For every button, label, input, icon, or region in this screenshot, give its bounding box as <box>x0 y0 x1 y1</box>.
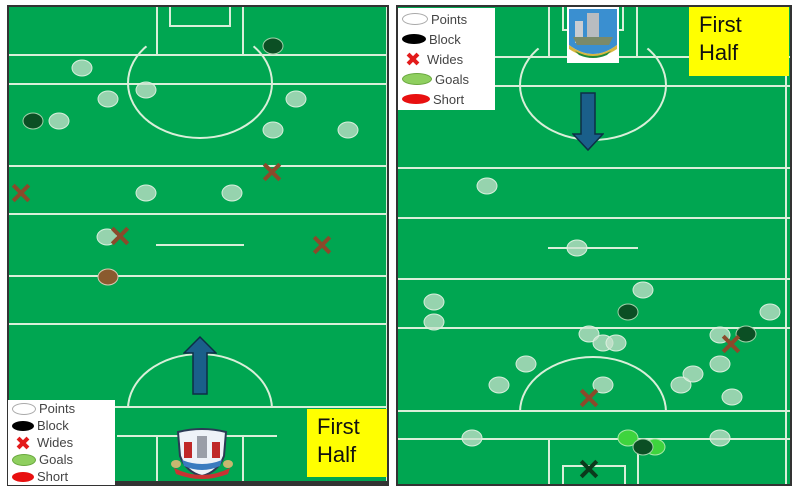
point-marker <box>566 239 588 257</box>
points-swatch-icon <box>12 402 36 415</box>
pitch-line <box>9 406 387 408</box>
arc <box>127 27 273 139</box>
pitch-line <box>548 7 550 58</box>
point-marker <box>721 388 743 406</box>
legend-item-block: Block <box>402 29 491 49</box>
point-marker <box>461 429 483 447</box>
short-swatch-icon <box>402 94 430 104</box>
point-marker <box>262 121 284 139</box>
block-marker <box>22 112 44 130</box>
block-swatch-icon <box>402 34 426 44</box>
point-marker <box>605 334 627 352</box>
point-marker <box>71 59 93 77</box>
short-marker <box>97 268 119 286</box>
legend-item-wides: Wides <box>12 434 111 451</box>
point-marker <box>759 303 781 321</box>
pitch-line <box>637 438 639 484</box>
wide-marker-icon <box>720 333 742 355</box>
arrow-down-icon <box>572 92 604 152</box>
legend-left: Points Block Wides Goals Short <box>8 400 115 485</box>
pitch-line <box>398 410 790 412</box>
goals-swatch-icon <box>12 453 36 466</box>
wide-marker-icon <box>261 161 283 183</box>
pitch-line <box>548 438 550 484</box>
pitch-line <box>156 7 158 56</box>
wide-marker-icon <box>311 234 333 256</box>
point-marker <box>423 293 445 311</box>
pitch-line <box>386 7 387 484</box>
wides-swatch-icon <box>12 436 34 450</box>
point-marker <box>135 184 157 202</box>
pitch-line <box>398 217 790 219</box>
point-marker <box>423 313 445 331</box>
points-swatch-icon <box>402 13 428 25</box>
legend-right: Points Block Wides Goals Short <box>398 8 495 110</box>
legend-item-wides: Wides <box>402 49 491 69</box>
legend-item-short: Short <box>402 89 491 109</box>
pitch-line <box>242 7 244 56</box>
pitch-line <box>398 438 790 440</box>
legend-item-goals: Goals <box>12 451 111 468</box>
legend-item-points: Points <box>12 400 111 417</box>
point-marker <box>221 184 243 202</box>
point-marker <box>337 121 359 139</box>
block-marker <box>262 37 284 55</box>
point-marker <box>97 90 119 108</box>
point-marker <box>135 81 157 99</box>
arrow-up-icon <box>183 336 217 395</box>
point-marker <box>48 112 70 130</box>
pitch-line <box>242 435 244 484</box>
pitch-line <box>398 485 792 486</box>
point-marker <box>709 429 731 447</box>
legend-item-points: Points <box>402 9 491 29</box>
pitch-line <box>785 7 787 484</box>
half-label-right: First Half <box>689 7 789 76</box>
wides-swatch-icon <box>402 52 424 66</box>
pitch-line <box>398 167 790 169</box>
pitch-line <box>398 278 790 280</box>
half-label-left: First Half <box>307 409 387 477</box>
halfway-line <box>548 247 638 249</box>
pitch-line <box>9 165 387 167</box>
point-marker <box>515 355 537 373</box>
block-swatch-icon <box>12 420 34 431</box>
block-marker <box>617 303 639 321</box>
point-marker <box>285 90 307 108</box>
halfway-line <box>156 244 244 246</box>
legend-item-block: Block <box>12 417 111 434</box>
pitch-line <box>636 7 638 58</box>
wide-marker-icon <box>578 387 600 409</box>
point-marker <box>488 376 510 394</box>
pitch-line <box>9 481 387 484</box>
point-marker <box>709 355 731 373</box>
pitch-line <box>785 410 787 484</box>
pitch-line <box>156 435 158 484</box>
small-rectangle <box>169 7 231 27</box>
point-marker <box>632 281 654 299</box>
pitch-line <box>9 213 387 215</box>
pitch-line <box>9 323 387 325</box>
legend-item-goals: Goals <box>402 69 491 89</box>
wide-marker-icon <box>109 225 131 247</box>
wide-marker-icon <box>10 182 32 204</box>
legend-item-short: Short <box>12 468 111 485</box>
limerick-crest-icon <box>567 7 619 63</box>
cork-crest-icon <box>171 428 233 479</box>
point-marker <box>682 365 704 383</box>
goals-swatch-icon <box>402 73 432 85</box>
block-marker <box>632 438 654 456</box>
short-swatch-icon <box>12 471 34 482</box>
pitch-line <box>9 275 387 277</box>
wide-marker-icon <box>578 458 600 480</box>
point-marker <box>476 177 498 195</box>
